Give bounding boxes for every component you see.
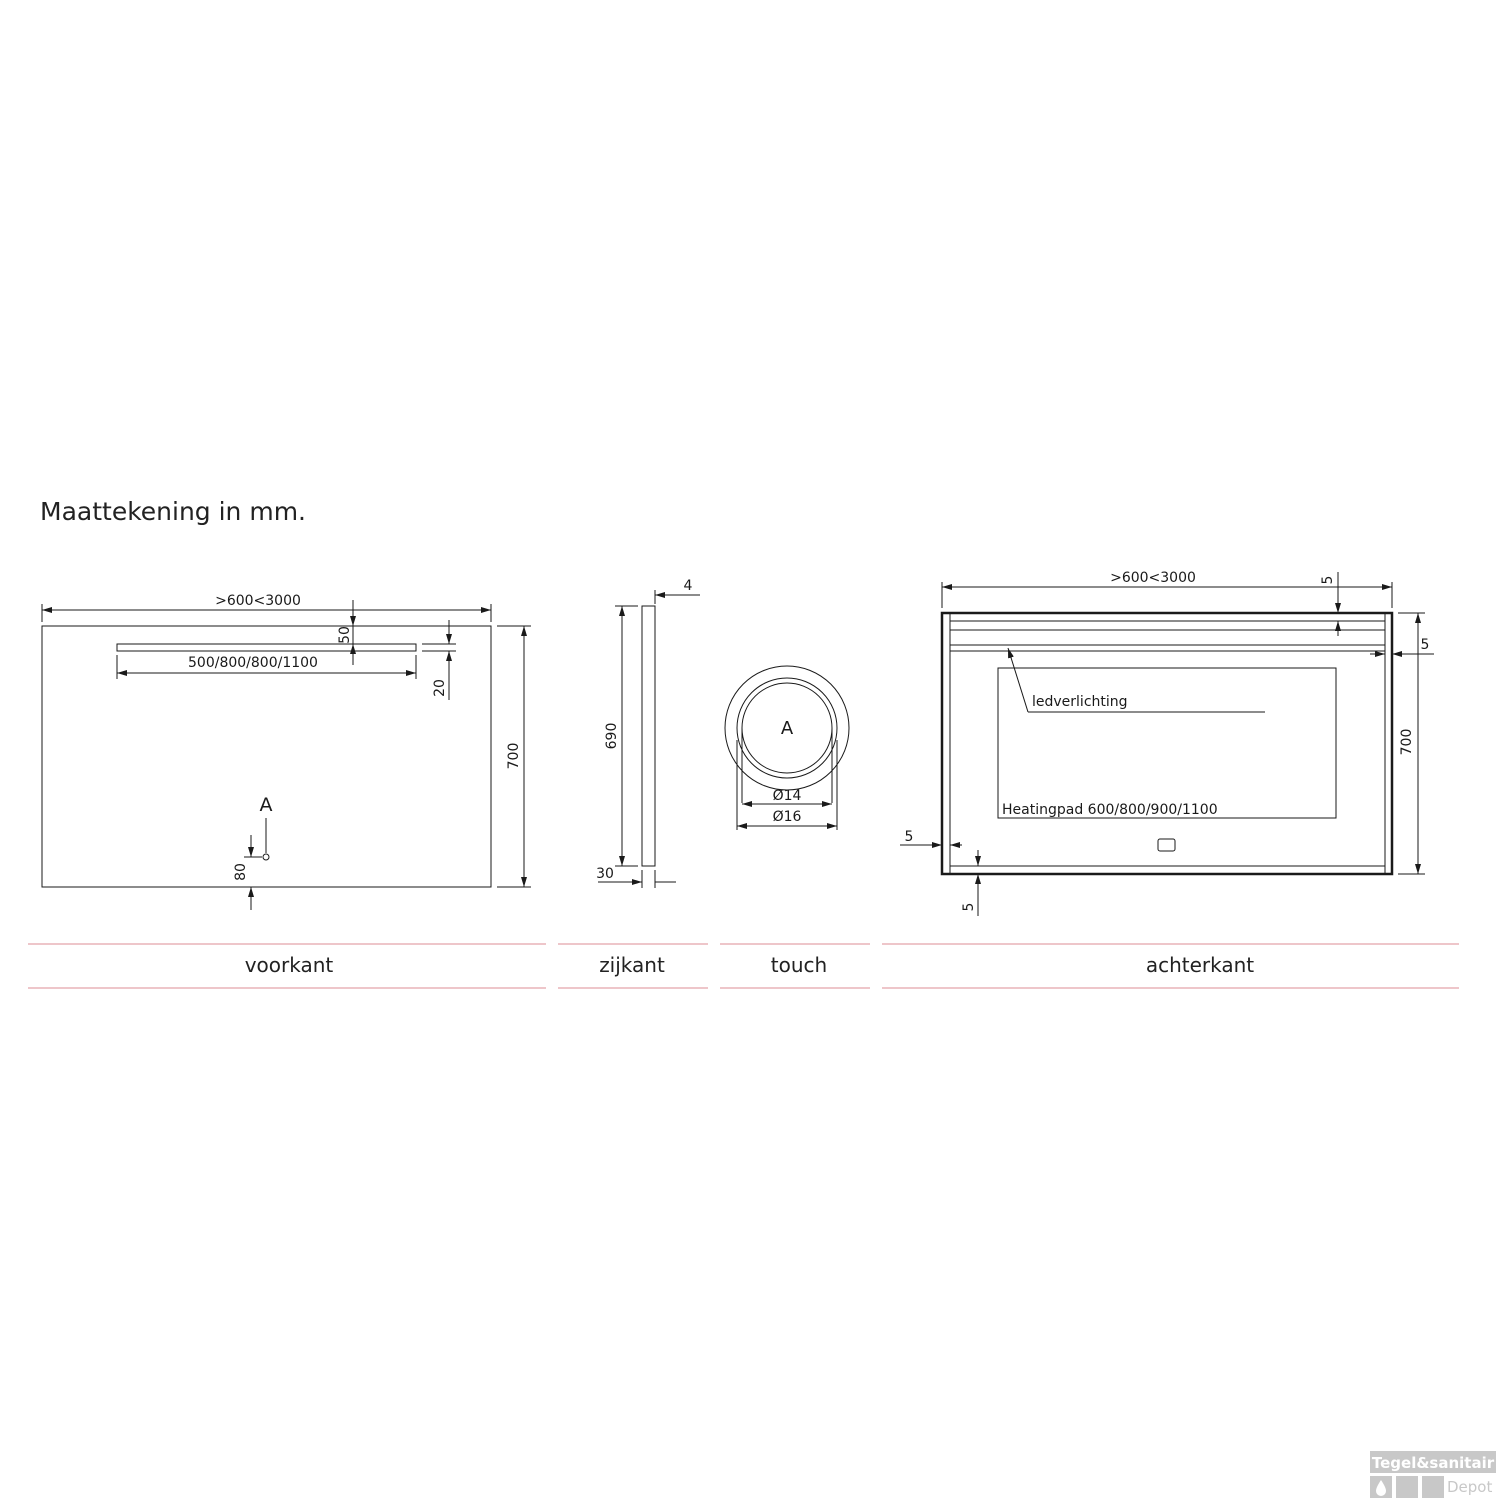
side-outline [641,605,656,867]
depth-label: 30 [596,866,614,882]
section-label-zijkant: zijkant [599,953,665,977]
led-strip [116,643,417,652]
thickness-label: 4 [684,578,693,594]
touch-detail-marker: A [781,718,794,739]
front-view: >600<3000 500/800/800/1100 50 20 700 A 8… [41,593,531,910]
brand-name: Tegel&sanitair [1372,1454,1495,1472]
touch-sensor-back [1157,838,1176,852]
edge-right-label: 5 [1421,637,1430,653]
led-leader-line [1007,647,1029,713]
outer-diameter-label: Ø16 [773,809,802,825]
led-height-label: 20 [432,679,448,697]
drop-icon [1376,1480,1386,1496]
section-label-achterkant: achterkant [1146,953,1254,977]
section-rules [28,943,1459,989]
mirror-outline [41,625,492,888]
page-title: Maattekening in mm. [40,497,306,526]
back-outline [940,611,1394,876]
section-label-touch: touch [771,953,827,977]
height-label: 700 [506,743,522,770]
heating-pad [997,667,1337,819]
touch-button-icon [262,853,270,861]
touch-offset-label: 80 [233,863,249,881]
width-label: >600<3000 [215,593,301,609]
led-offset-label: 50 [337,626,353,644]
led-length-label: 500/800/800/1100 [188,655,318,671]
section-label-voorkant: voorkant [245,953,334,977]
brand-logo: Tegel&sanitair Depot [1370,1451,1496,1498]
touch-ring [736,677,838,779]
touch-outer-circle [724,665,850,791]
edge-bottom-label: 5 [961,903,977,912]
brand-sub: Depot [1447,1478,1492,1496]
edge-top-label: 5 [1320,576,1336,585]
back-width-label: >600<3000 [1110,570,1196,586]
touch-detail: A Ø14 Ø16 [724,665,850,830]
heating-pad-label: Heatingpad 600/800/900/1100 [1002,802,1218,818]
inner-diameter-label: Ø14 [773,788,802,804]
edge-left-label: 5 [905,829,914,845]
side-height-label: 690 [604,723,620,750]
back-height-label: 700 [1399,729,1415,756]
touch-marker-label: A [260,794,273,816]
back-view: >600<3000 5 5 700 5 5 ledverlichting Hea… [900,570,1434,916]
side-view: 690 4 30 [596,578,700,888]
led-label: ledverlichting [1032,694,1128,710]
